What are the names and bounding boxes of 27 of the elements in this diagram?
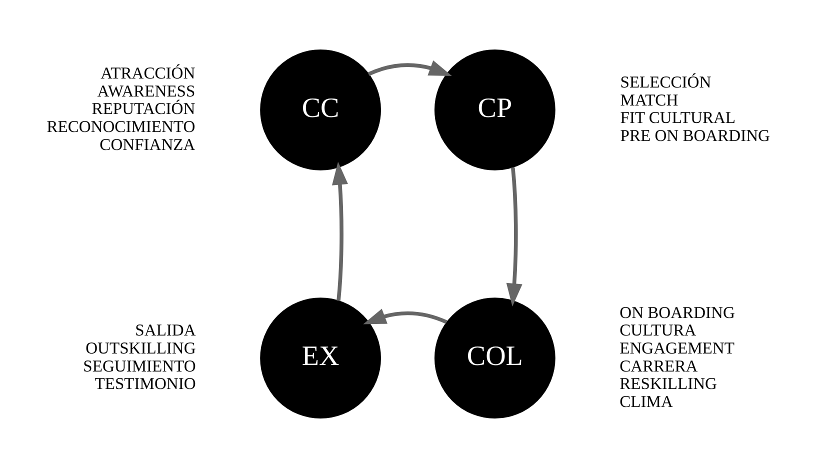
node-circle: CC (260, 48, 381, 170)
arrow (506, 166, 522, 306)
node-circle: CP (434, 48, 556, 170)
node-label: MATCH (620, 90, 678, 109)
node-label: RECONOCIMIENTO (46, 116, 196, 136)
arrow (363, 308, 448, 324)
node-label: OUTSKILLING (86, 338, 196, 358)
node-label: ATRACCIÓN (100, 63, 196, 82)
node-label: RESKILLING (620, 374, 717, 393)
node-label: SELECCIÓN (620, 72, 712, 92)
node-label: AWARENESS (97, 80, 196, 100)
node-label: CLIMA (620, 391, 673, 410)
node-label: ON BOARDING (620, 302, 735, 322)
node-label: TESTIMONIO (94, 374, 196, 393)
node-circle: COL (434, 297, 556, 418)
node-circle: EX (260, 297, 381, 418)
node-label: SALIDA (135, 320, 196, 340)
node-label: CARRERA (620, 356, 698, 375)
node-label: ENGAGEMENT (620, 338, 734, 358)
node-label: REPUTACIÓN (92, 98, 196, 118)
node-label: CULTURA (620, 320, 696, 340)
node-label: FIT CULTURAL (620, 108, 736, 127)
node-label: CONFIANZA (100, 134, 196, 154)
node-label: SEGUIMIENTO (83, 356, 196, 375)
arrow (332, 161, 348, 300)
node-label: PRE ON BOARDING (620, 125, 770, 144)
arrow (368, 60, 452, 76)
